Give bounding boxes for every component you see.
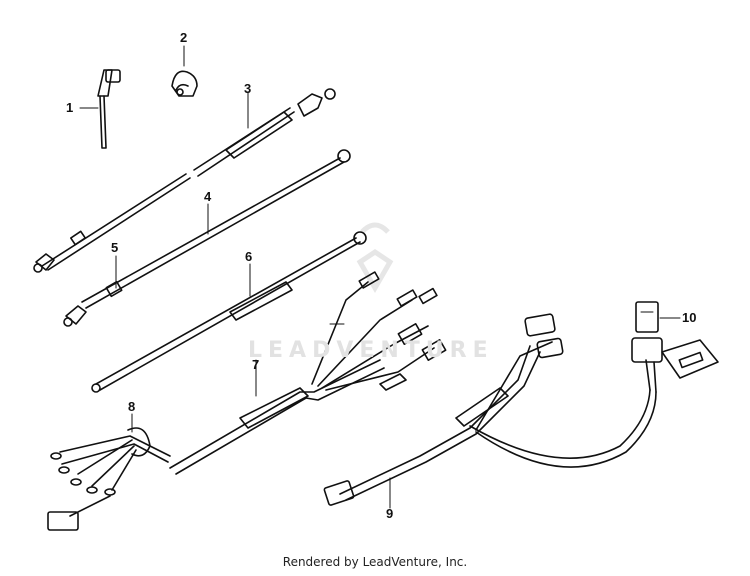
part-label-3: 3 [244,81,252,96]
part-main-harness [169,271,447,475]
footer-credit: Rendered by LeadVenture, Inc. [282,555,468,569]
part-label-6: 6 [245,249,253,264]
part-cable-tie [79,69,121,149]
part-label-10: 10 [682,310,697,325]
watermark-text: LEADVENTURE [248,338,494,363]
part-clamp [171,45,198,97]
part-label-8: 8 [128,399,136,414]
part-label-1: 1 [66,100,74,115]
part-lead-wire-4 [63,149,351,327]
watermark-logo [356,222,394,294]
part-fuse-holder [631,301,719,393]
part-label-5: 5 [111,240,119,255]
part-label-9: 9 [386,506,394,521]
part-label-7: 7 [252,357,260,372]
part-harness-9 [323,313,657,509]
part-lead-wire-6 [91,231,367,393]
part-label-2: 2 [180,30,188,45]
part-sub-harness [47,413,171,531]
part-label-4: 4 [204,189,212,204]
part-lead-wire-3 [33,88,336,273]
